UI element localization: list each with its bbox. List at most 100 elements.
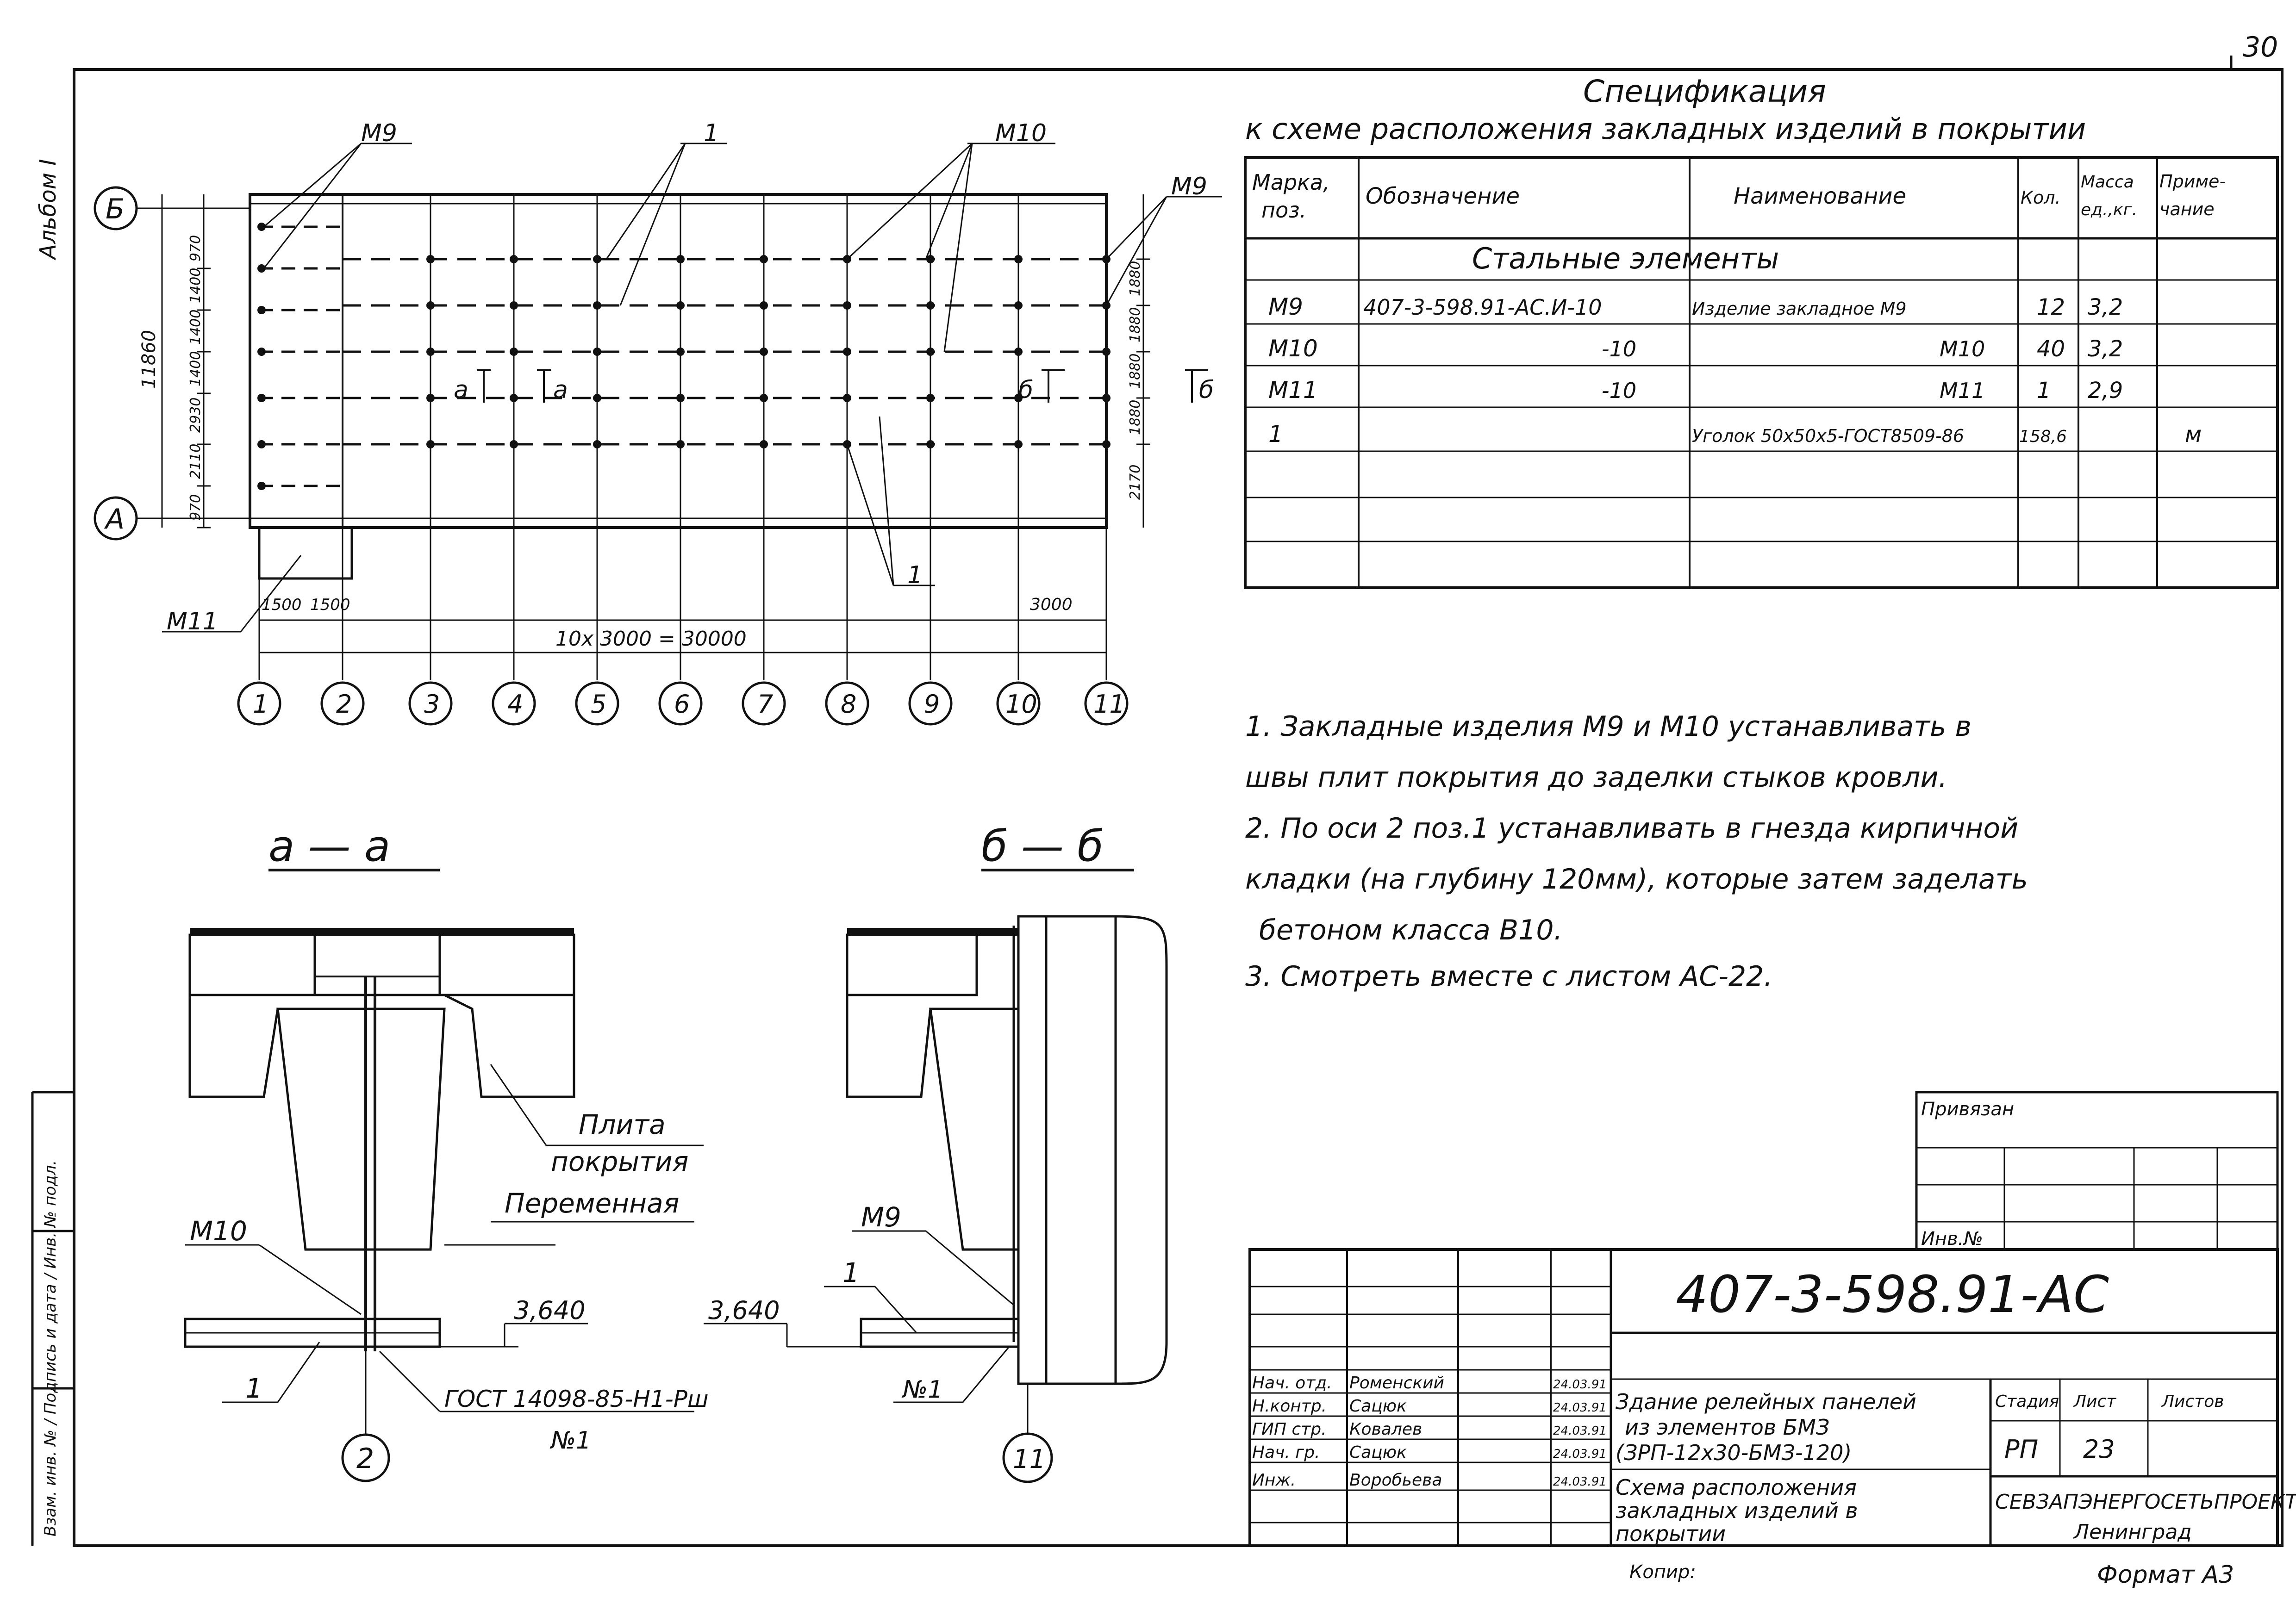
section-aa-number: №1	[549, 1427, 591, 1455]
m10-point	[1102, 394, 1111, 402]
m10-point	[510, 348, 518, 356]
hdr-mark: Марка,	[1252, 170, 1330, 195]
left-side-strip: Альбом I Взам. инв. № / Подпись и дата /…	[31, 159, 74, 1546]
m10-point	[760, 440, 768, 448]
section-bb-elev: 3,640	[708, 1296, 780, 1325]
m10-point	[760, 301, 768, 310]
dim-left-5: 1400	[187, 268, 204, 303]
hdr-pos: поз.	[1261, 198, 1306, 223]
spec-designation: 407-3-598.91-АС.И-10	[1363, 295, 1602, 320]
axis-circle-10	[996, 681, 1041, 726]
dim-bottom-total: 10х 3000 = 30000	[555, 627, 747, 651]
note-line: 3. Смотреть вместе с листом АС-22.	[1245, 960, 1772, 993]
section-mark-b-right: б	[1199, 376, 1214, 404]
axis-label-9: 9	[924, 690, 940, 719]
m10-point	[676, 394, 685, 402]
stamp-name: Роменский	[1349, 1374, 1444, 1393]
m10-point	[843, 348, 851, 356]
dim-left-6: 970	[187, 235, 204, 261]
m10-point	[676, 440, 685, 448]
bound-label: Привязан	[1921, 1099, 2014, 1120]
axis-label-10: 10	[1005, 690, 1037, 719]
spec-mark: 1	[1268, 421, 1283, 448]
m10-point	[1014, 394, 1023, 402]
section-aa-slab-2: покрытия	[551, 1146, 688, 1177]
stamp-name: Ковалев	[1349, 1420, 1422, 1439]
stamp-date: 24.03.91	[1553, 1401, 1607, 1415]
stamp-role: ГИП стр.	[1252, 1420, 1327, 1439]
m10-point	[510, 440, 518, 448]
m10-point	[510, 301, 518, 310]
m10-point	[426, 348, 435, 356]
axis-label-1: 1	[253, 690, 268, 719]
hdr-name: Наименование	[1734, 183, 1906, 209]
axis-circle-4	[492, 681, 536, 726]
building-name-3: (ЗРП-12х30-БМЗ-120)	[1616, 1440, 1852, 1465]
m9-point	[257, 306, 266, 314]
section-aa-mark: М10	[190, 1215, 247, 1247]
spec-mark: М11	[1268, 377, 1318, 404]
label-m11: М11	[167, 608, 218, 635]
section-aa-title: а — а	[268, 821, 390, 871]
m10-point	[1014, 348, 1023, 356]
m10-point	[676, 301, 685, 310]
format-label: Формат А3	[2097, 1561, 2234, 1589]
spec-qty: 12	[2037, 294, 2065, 320]
stamp-role: Инж.	[1252, 1471, 1296, 1490]
spec-name: Изделие закладное М9	[1692, 298, 1907, 319]
dim-left-4: 1400	[187, 310, 204, 345]
m10-point	[676, 348, 685, 356]
m10-point	[926, 440, 935, 448]
m10-point	[593, 348, 601, 356]
stamp-date: 24.03.91	[1553, 1447, 1607, 1461]
m10-point	[843, 394, 851, 402]
spec-qty: 1	[2037, 378, 2051, 404]
hdr-qty: Кол.	[2021, 187, 2061, 208]
label-m9-top-left: М9	[361, 119, 397, 147]
sheet-header: Лист	[2073, 1392, 2116, 1411]
note-line: кладки (на глубину 120мм), которые затем…	[1245, 863, 2028, 895]
stamp-name: Воробьева	[1349, 1471, 1442, 1490]
building-name-1: Здание релейных панелей	[1616, 1389, 1916, 1414]
label-m10-top: М10	[995, 119, 1047, 147]
axis-circle-2	[320, 681, 365, 726]
stamp-name: Сацюк	[1349, 1397, 1407, 1416]
dim-left-2: 2930	[187, 398, 204, 433]
m9-point	[257, 348, 266, 356]
dim-right-2: 1880	[1127, 354, 1143, 389]
axis-label-b: Б	[106, 193, 125, 225]
dim-right-0: 1880	[1127, 261, 1143, 296]
dim-left-3: 1400	[187, 351, 204, 386]
m10-point	[926, 348, 935, 356]
axis-circle-1	[237, 681, 281, 726]
hdr-mass-1: Масса	[2081, 173, 2134, 192]
spec-subtitle: к схеме расположения закладных изделий в…	[1245, 112, 2086, 146]
m10-point	[760, 255, 768, 263]
spec-note: м	[2185, 422, 2202, 448]
section-aa-variable: Переменная	[505, 1188, 680, 1219]
spec-designation: -10	[1602, 378, 1636, 403]
spec-group-title: Стальные элементы	[1472, 242, 1779, 275]
dim-bottom-right: 3000	[1030, 595, 1073, 614]
section-bb: б — б 11 М9 1 3,640 №1	[704, 821, 1168, 1483]
sheet-frame	[73, 68, 2284, 1547]
hdr-designation: Обозначение	[1366, 183, 1520, 209]
axis-circle-6	[658, 681, 703, 726]
label-pos1-bottom: 1	[907, 561, 923, 589]
axis-label-3: 3	[424, 690, 440, 719]
spec-name: Уголок 50х50х5-ГОСТ8509-86	[1692, 426, 1964, 446]
m10-point	[843, 301, 851, 310]
section-mark-b-left: б	[1018, 376, 1033, 404]
stamp-name: Сацюк	[1349, 1443, 1407, 1462]
m10-point	[510, 394, 518, 402]
stage-header: Стадия	[1995, 1392, 2059, 1411]
note-line: 1. Закладные изделия М9 и М10 устанавлив…	[1245, 710, 1972, 743]
dim-right-4: 2170	[1127, 465, 1143, 500]
axis-label-11: 11	[1093, 690, 1125, 719]
stamp-date: 24.03.91	[1553, 1424, 1607, 1438]
spec-qty: 158,6	[2019, 427, 2067, 446]
section-mark-a-left: а	[454, 376, 468, 404]
note-line: бетоном класса В10.	[1259, 914, 1563, 946]
